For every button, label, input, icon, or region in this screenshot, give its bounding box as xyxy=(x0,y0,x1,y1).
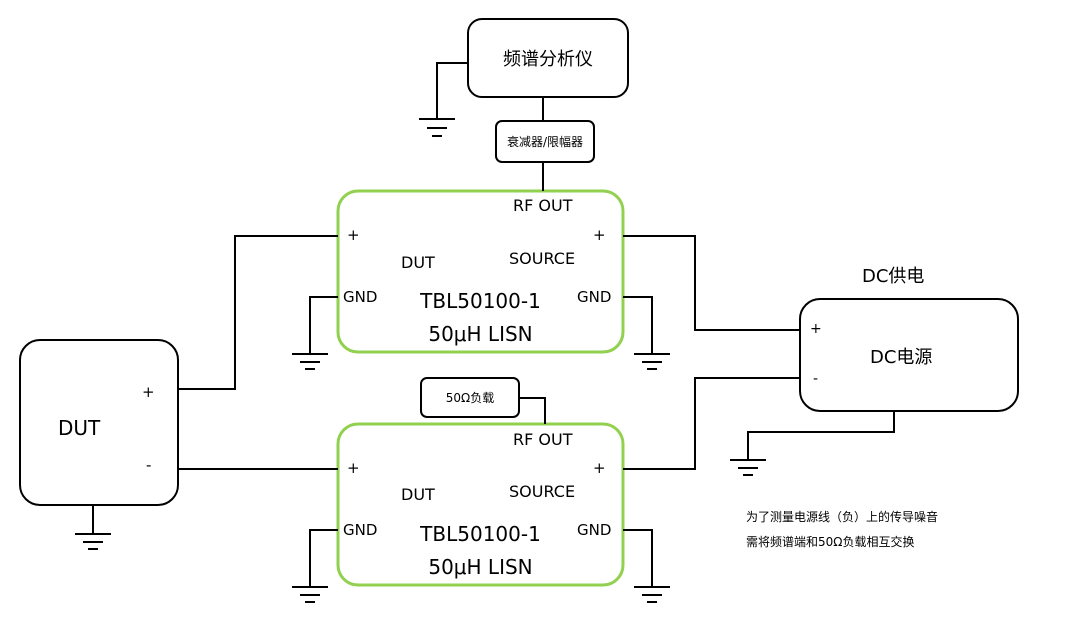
dc-supply-label: DC电源 xyxy=(870,347,933,368)
dut-box-plus: + xyxy=(142,383,155,401)
wire-lisn-bottom-gnd-right xyxy=(623,529,653,586)
attenuator-box xyxy=(495,120,595,163)
wire-dut-plus xyxy=(178,235,338,390)
note-line-2: 需将频谱端和50Ω负载相互交换 xyxy=(746,535,915,549)
lisn-bottom-gnd-left: GND xyxy=(343,521,378,539)
wire-load-lisn xyxy=(519,397,546,424)
dut-box-minus: - xyxy=(146,456,152,474)
dut-box xyxy=(19,339,179,506)
spectrum-analyzer-box xyxy=(467,18,629,98)
lisn-top-plus-right: + xyxy=(593,226,606,244)
dc-supply-caption: DC供电 xyxy=(862,266,925,287)
lisn-bottom-gnd-right: GND xyxy=(577,521,612,539)
dc-supply-box xyxy=(799,298,1019,412)
lisn-bottom-rf-out: RF OUT xyxy=(513,430,573,449)
note-line-1: 为了测量电源线（负）上的传导噪音 xyxy=(746,510,939,524)
lisn-bottom-type: 50μH LISN xyxy=(428,555,533,579)
lisn-top-plus-left: + xyxy=(347,226,360,244)
lisn-bottom-dut: DUT xyxy=(401,485,435,504)
lisn-bottom-plus-left: + xyxy=(347,459,360,477)
load-50-label: 50Ω负载 xyxy=(445,391,495,405)
lisn-top-source: SOURCE xyxy=(509,249,576,268)
wire-lisn-bottom-gnd-left xyxy=(309,529,338,586)
lisn-top-rf-out: RF OUT xyxy=(513,196,573,215)
dc-supply-minus: - xyxy=(813,371,819,387)
attenuator-label: 衰减器/限幅器 xyxy=(506,135,584,149)
lisn-top-gnd-left: GND xyxy=(343,288,378,306)
lisn-bottom-source: SOURCE xyxy=(509,482,576,501)
dut-box-label: DUT xyxy=(58,416,101,440)
wire-lisn-top-gnd-right xyxy=(623,296,653,353)
lisn-top-type: 50μH LISN xyxy=(428,322,533,346)
lisn-top-dut: DUT xyxy=(401,253,435,272)
wire-lisn-top-dc-plus xyxy=(623,235,800,331)
lisn-bottom-box xyxy=(336,422,625,587)
wire-dc-ground xyxy=(747,411,895,459)
wire-lisn-bottom-dc-minus xyxy=(623,377,800,470)
lisn-bottom-model: TBL50100-1 xyxy=(420,522,541,546)
dc-supply-plus: + xyxy=(810,321,822,337)
lisn-bottom-plus-right: + xyxy=(593,459,606,477)
wire-lisn-top-gnd-left xyxy=(309,296,338,353)
spectrum-analyzer-label: 频谱分析仪 xyxy=(503,49,593,70)
wire-sa-ground xyxy=(436,62,468,118)
lisn-top-gnd-right: GND xyxy=(577,288,612,306)
lisn-top-box xyxy=(336,189,625,354)
lisn-top-model: TBL50100-1 xyxy=(420,289,541,313)
